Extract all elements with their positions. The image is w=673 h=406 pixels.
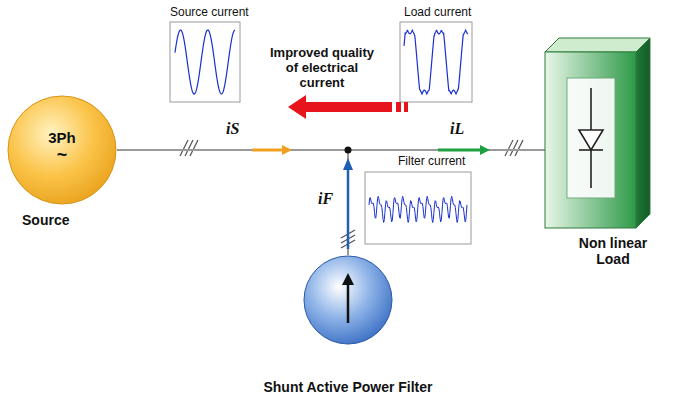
distorted-waveform (404, 30, 468, 94)
current-symbol: iL (450, 120, 464, 138)
source-circle: 3Ph~Source (7, 95, 117, 205)
improvement-arrow (288, 95, 392, 119)
waveforms (175, 30, 468, 222)
source-outline (8, 96, 116, 204)
filter-outline (304, 256, 392, 344)
filter-current-arrowhead (343, 158, 353, 170)
sine-waveform (175, 30, 235, 94)
box-side (636, 38, 650, 228)
source-arrow-symbol (347, 281, 350, 323)
box-top (545, 38, 650, 52)
diode-symbol (579, 88, 603, 188)
source-current-arrow-head (282, 145, 292, 155)
filter-circle: Shunt Active Power Filter (303, 255, 393, 345)
filter-current-arrow (347, 168, 350, 249)
arrow-dash (396, 102, 401, 112)
source-arrowhead (342, 273, 354, 285)
plot-frame (170, 22, 240, 102)
plot-title: Filter current (398, 155, 465, 169)
source-phase-label: 3Ph (7, 129, 117, 146)
junction-dot (345, 147, 352, 154)
box-front (545, 52, 636, 228)
load-current-arrow-head (480, 145, 490, 155)
node-caption: Shunt Active Power Filter (223, 379, 473, 395)
plot-frame (365, 172, 471, 244)
source-current-arrow (252, 149, 284, 152)
node-caption: Source (22, 212, 69, 228)
plot-title: Load current (404, 6, 471, 20)
load-box-shape (545, 38, 650, 228)
three-phase-mark (180, 140, 523, 248)
node-caption: Non linear Load (567, 235, 659, 267)
current-symbol: iS (226, 120, 239, 138)
ripple-waveform (369, 196, 467, 222)
load-box: Non linear Load (545, 38, 650, 228)
plot-frame (400, 22, 472, 102)
plot-title: Source current (170, 6, 249, 20)
current-symbol: iF (318, 190, 333, 208)
source-ac-symbol: ~ (7, 145, 117, 166)
note-text: Improved quality of electrical current (266, 46, 378, 91)
symbol-panel (567, 78, 615, 198)
filter-circle-shape (303, 255, 393, 345)
arrow-dash (404, 102, 408, 112)
load-current-arrow (438, 149, 482, 152)
